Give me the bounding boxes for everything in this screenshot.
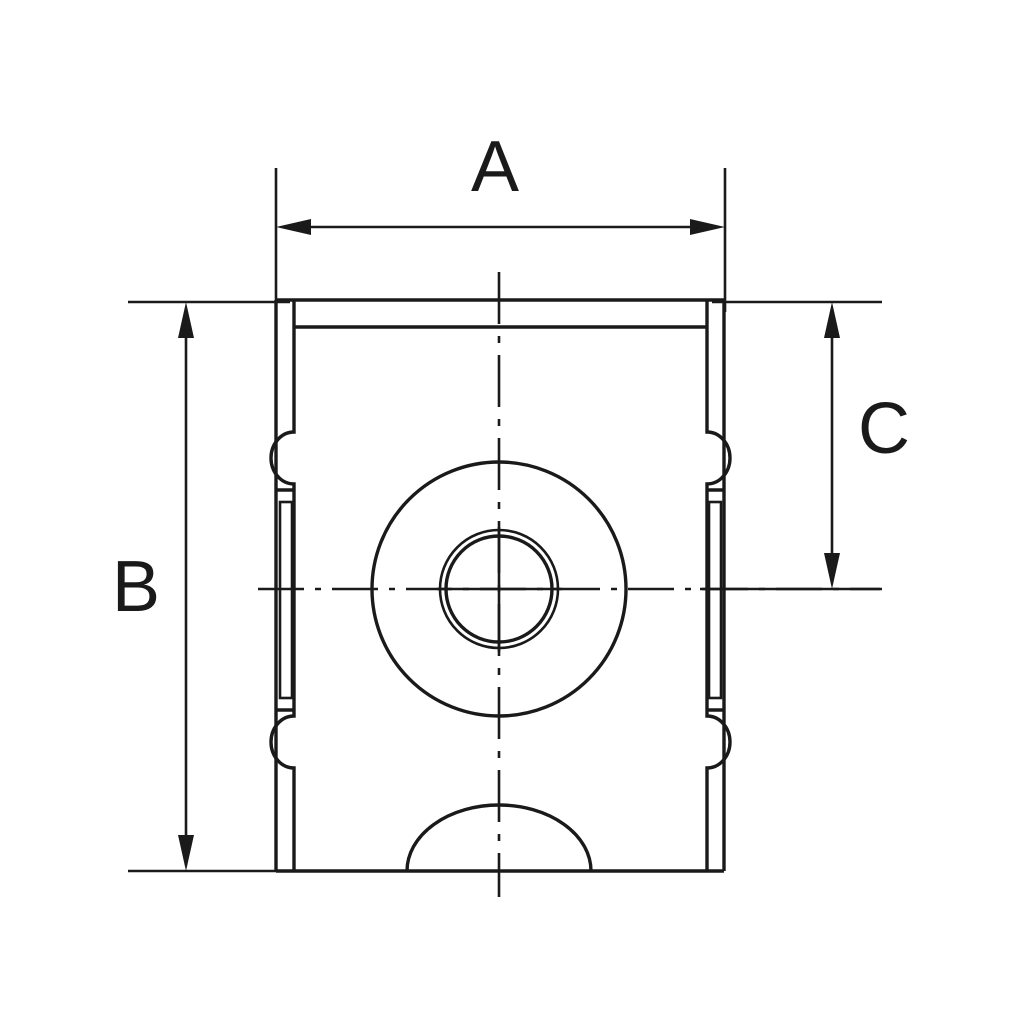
center-lines-group — [258, 272, 880, 897]
dimension-a-group: A — [274, 127, 727, 312]
dimension-c-label: C — [858, 389, 910, 469]
skirt-arch-cutout — [405, 803, 593, 872]
dimension-b-arrowhead-bottom — [178, 835, 194, 871]
dimension-c-group: C — [700, 300, 910, 591]
piston-right-inner-profile — [705, 300, 732, 871]
dimension-b-label: B — [112, 547, 160, 627]
dimension-a-arrowhead-left — [276, 219, 311, 235]
skirt-slot-left — [278, 500, 294, 700]
dimension-c-arrowhead-top — [824, 302, 840, 338]
piston-left-inner-profile — [269, 300, 296, 871]
piston-body-group — [269, 298, 732, 873]
dimension-c-arrowhead-bottom — [824, 553, 840, 589]
dimension-b-group: B — [112, 300, 290, 873]
dimension-a-label: A — [471, 127, 519, 207]
dimension-a-arrowhead-right — [690, 219, 725, 235]
pin-boss-outer-circle — [370, 460, 628, 718]
dimension-b-arrowhead-top — [178, 302, 194, 338]
skirt-slot-right — [707, 500, 723, 700]
